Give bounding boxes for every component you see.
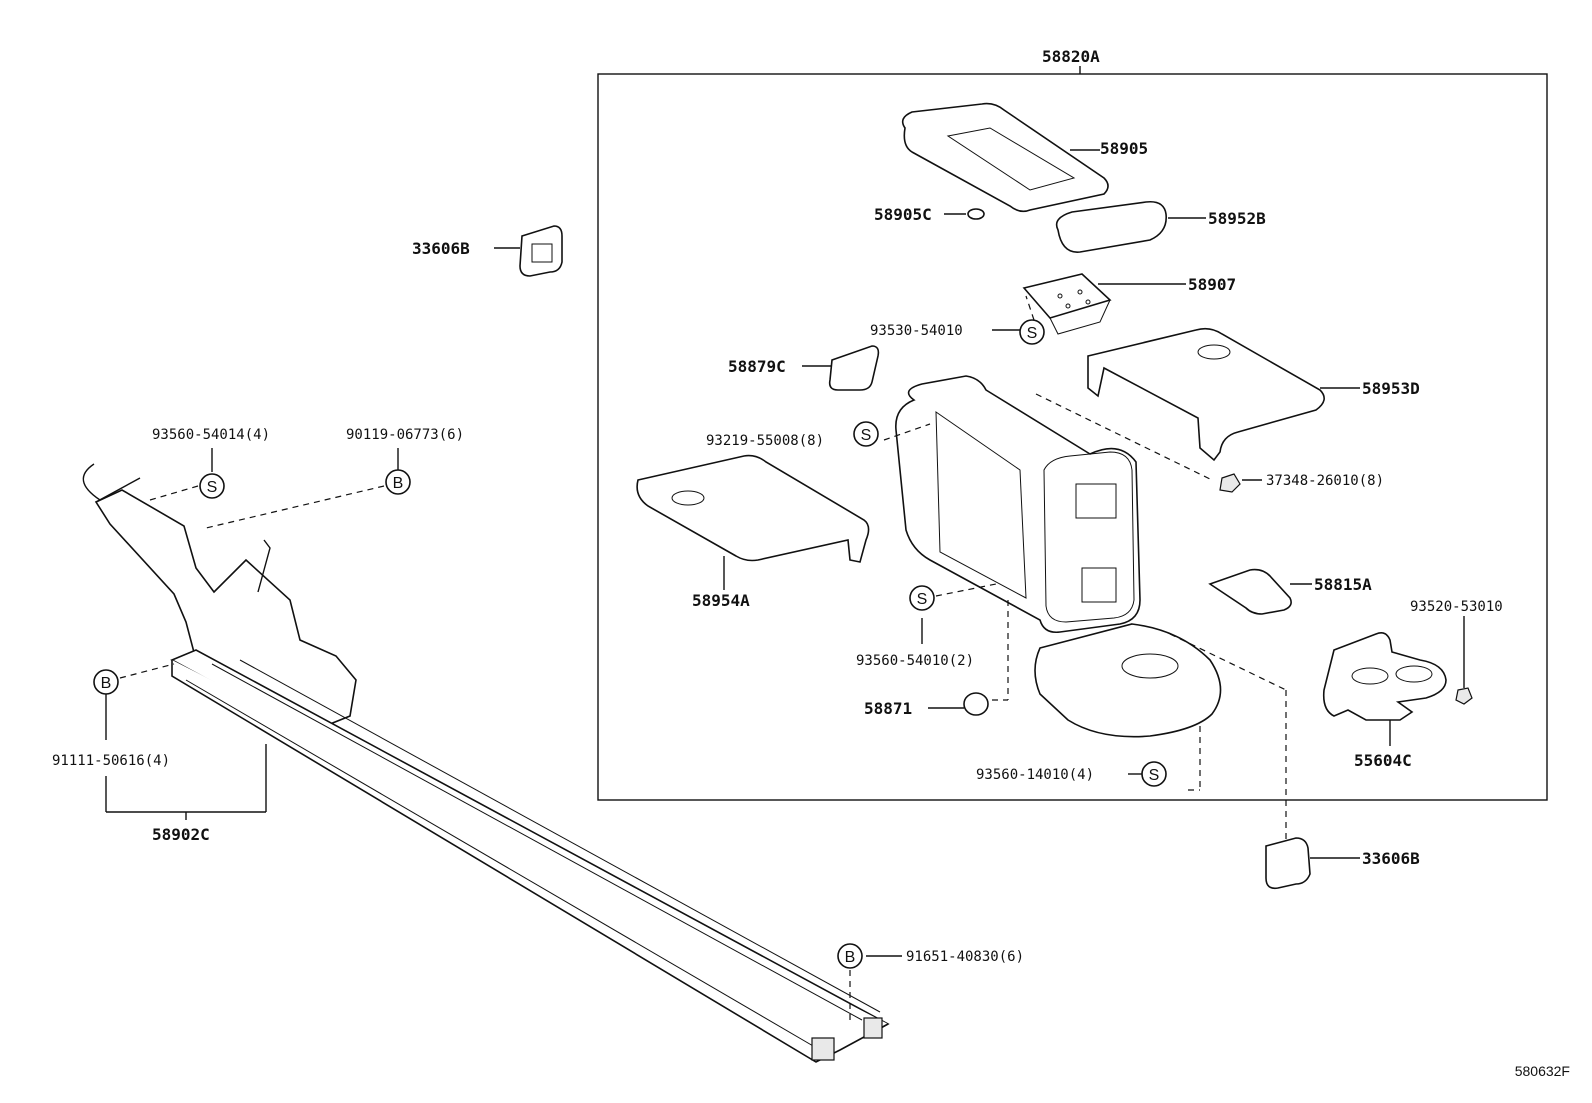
label-33606B-bottom: 33606B: [1362, 849, 1420, 868]
svg-text:B: B: [845, 949, 856, 966]
grommet-58871: [928, 692, 989, 716]
label-55604C: 55604C: [1354, 751, 1412, 770]
label-58879C: 58879C: [728, 357, 786, 376]
circle-S-93219: S: [853, 421, 879, 447]
rail-58902C: [82, 463, 890, 1063]
screw-93530: [992, 295, 1035, 331]
svg-text:S: S: [861, 427, 872, 444]
cupholder-55604C: [1322, 632, 1447, 746]
svg-text:B: B: [101, 675, 112, 692]
label-58952B: 58952B: [1208, 209, 1266, 228]
nut-37348: [1219, 473, 1262, 493]
circle-S-93530: S: [1019, 319, 1045, 345]
svg-text:S: S: [917, 591, 928, 608]
screw-93560-14010: [1128, 633, 1287, 840]
svg-text:S: S: [1149, 767, 1160, 784]
label-58815A: 58815A: [1314, 575, 1372, 594]
clip-33606B-top: [494, 225, 563, 277]
circle-B-91111: B: [93, 669, 119, 695]
label-37348: 37348-26010(8): [1266, 473, 1385, 489]
label-93560-2: 93560-54010(2): [856, 653, 975, 669]
svg-text:B: B: [393, 475, 404, 492]
label-93560-14010: 93560-14010(4): [976, 767, 1095, 783]
armrest-lid-58905: [901, 102, 1109, 213]
screw-93219: [883, 393, 1213, 481]
label-93530: 93530-54010: [870, 323, 963, 339]
label-58871: 58871: [864, 699, 913, 718]
rail-leaders: [105, 448, 902, 1024]
label-58902C: 58902C: [152, 825, 210, 844]
label-33606B-top: 33606B: [412, 239, 470, 258]
circle-B-90119: B: [385, 469, 411, 495]
nut-93520: [1455, 616, 1473, 705]
label-58954A: 58954A: [692, 591, 750, 610]
screw-93560-2: [921, 583, 1009, 701]
label-58953D: 58953D: [1362, 379, 1420, 398]
figure-code: 580632F: [1514, 1063, 1570, 1079]
label-58907: 58907: [1188, 275, 1237, 294]
label-90119: 90119-06773(6): [346, 427, 465, 443]
label-93219: 93219-55008(8): [706, 433, 825, 449]
assembly-frame: [597, 66, 1548, 801]
label-93560-4: 93560-54014(4): [152, 427, 271, 443]
clip-33606B-bottom: [1265, 837, 1360, 890]
tray-58954A: [636, 454, 870, 590]
label-93520: 93520-53010: [1410, 599, 1503, 615]
label-91111: 91111-50616(4): [52, 753, 171, 769]
label-assembly: 58820A: [1042, 47, 1100, 66]
svg-text:S: S: [1027, 325, 1038, 342]
circle-S-93560-4: S: [199, 473, 225, 499]
hinge-58907: [1022, 273, 1186, 335]
svg-text:S: S: [207, 479, 218, 496]
circle-S-93560-14010: S: [1141, 761, 1167, 787]
console-body: [895, 375, 1222, 738]
cover-58879C: [802, 345, 880, 391]
fastener-58905C: [944, 208, 985, 220]
pad-58952B: [1055, 200, 1206, 253]
circle-B-91651: B: [837, 943, 863, 969]
label-58905: 58905: [1100, 139, 1149, 158]
label-58905C: 58905C: [874, 205, 932, 224]
circle-S-93560-2: S: [909, 585, 935, 611]
tray-58953D: [1087, 327, 1360, 462]
label-91651: 91651-40830(6): [906, 949, 1025, 965]
pad-58815A: [1208, 568, 1312, 615]
